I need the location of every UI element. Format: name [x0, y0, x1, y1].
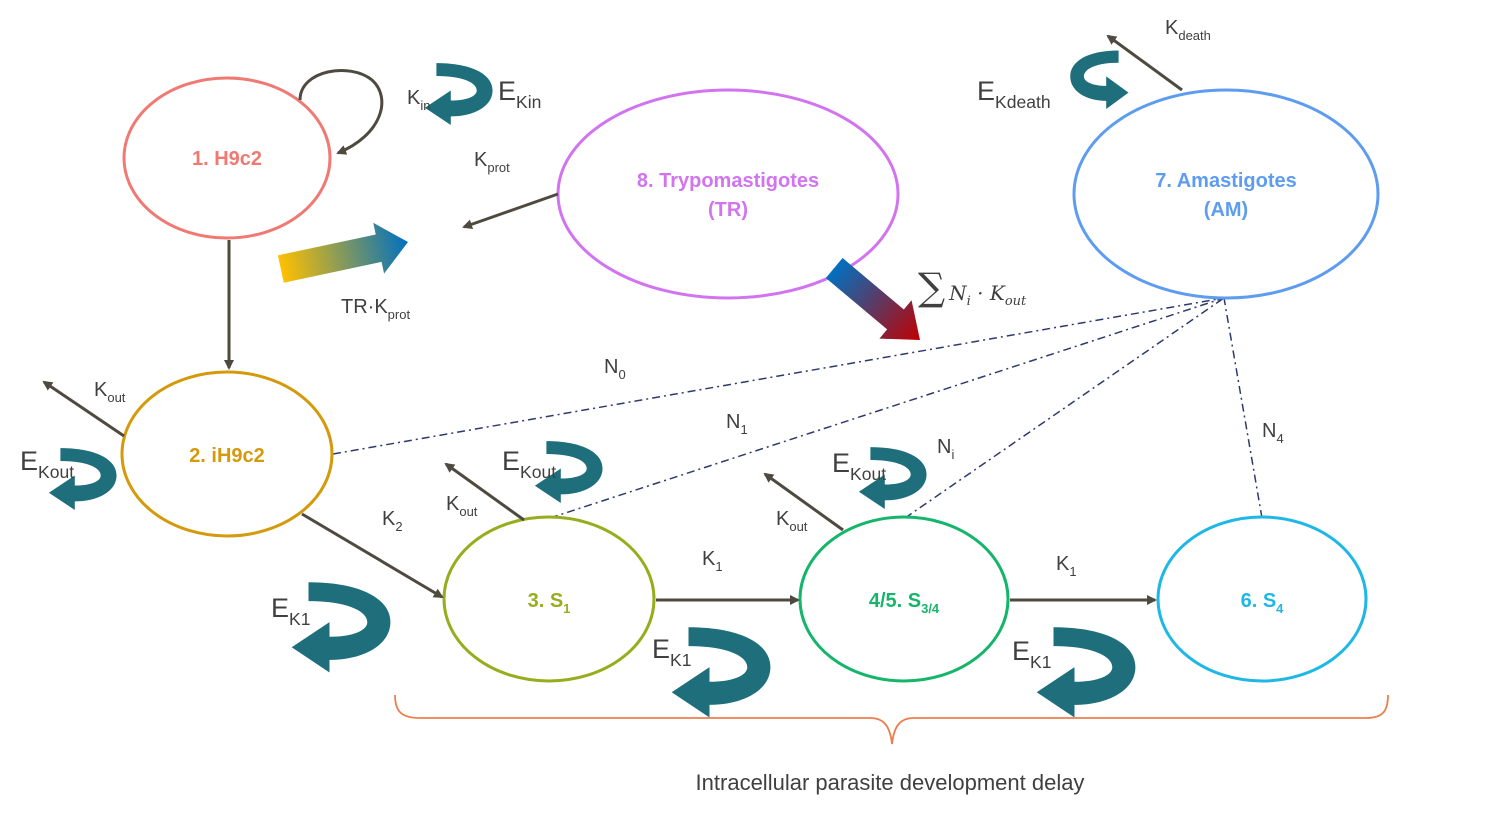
- process-arrows: [42, 34, 1183, 605]
- s34-kout-arrow: [763, 472, 844, 532]
- label-sum-formula: ∑Ni · Kout: [918, 265, 1027, 309]
- label-n-0: N0: [604, 356, 626, 382]
- label-k-1-s34: K1: [1056, 553, 1077, 579]
- label-e-k1-s1: EK1: [652, 634, 691, 670]
- delay-brace: [394, 694, 1389, 745]
- label-k-2: K2: [382, 508, 403, 534]
- gradient-arrow-tr-kprot: [277, 222, 408, 283]
- node-s4[interactable]: 6. S4: [1156, 515, 1368, 683]
- node-ih9c2[interactable]: 2. iH9c2: [120, 370, 334, 538]
- ih9c2-to-s1-arrow: [301, 512, 444, 599]
- label-k-death: Kdeath: [1165, 17, 1211, 43]
- node-h9c2-label: 1. H9c2: [192, 148, 262, 170]
- node-trypomastigotes-line2: (TR): [708, 199, 748, 221]
- label-k-in: Kin: [407, 87, 430, 113]
- label-k-out-s1: Kout: [446, 493, 478, 519]
- n1-line: [549, 297, 1225, 519]
- label-e-kout-s34: EKout: [832, 448, 886, 484]
- label-e-kout-s1: EKout: [502, 446, 556, 482]
- label-n-4: N4: [1262, 420, 1284, 446]
- node-s4-label: 6. S4: [1241, 590, 1285, 616]
- node-amastigotes-line2: (AM): [1204, 199, 1248, 221]
- gradient-arrow-sum: [825, 258, 920, 340]
- node-trypomastigotes-line1: 8. Trypomastigotes: [637, 170, 819, 192]
- labels: Kin EKin Kprot TR·Kprot Kdeath EKdeath K…: [20, 17, 1284, 672]
- label-e-kout-ih9c2: EKout: [20, 446, 74, 482]
- delay-caption: Intracellular parasite development delay: [696, 770, 1085, 795]
- s1-kout-arrow: [444, 462, 525, 522]
- label-k-out-ih9c2: Kout: [94, 379, 126, 405]
- label-e-kin: EKin: [498, 76, 541, 112]
- self-loop-arrow: [298, 68, 384, 155]
- n4-line: [1223, 297, 1263, 519]
- label-k-1-s1: K1: [702, 548, 723, 574]
- node-amastigotes[interactable]: 7. Amastigotes (AM): [1072, 88, 1380, 300]
- e-k1-s1-effect-icon: [671, 627, 771, 718]
- label-n-i: Ni: [937, 436, 954, 462]
- node-amastigotes-line1: 7. Amastigotes: [1155, 170, 1297, 192]
- k-prot-arrow: [462, 192, 559, 230]
- label-e-k1-s34: EK1: [1012, 636, 1051, 672]
- label-n-1: N1: [726, 411, 748, 437]
- dashed-lines: [332, 297, 1263, 519]
- label-e-kdeath: EKdeath: [977, 76, 1051, 112]
- node-ih9c2-label: 2. iH9c2: [189, 445, 265, 467]
- ni-line: [904, 297, 1225, 519]
- k-death-arrow: [1106, 34, 1183, 92]
- e-kdeath-effect-icon: [1070, 50, 1129, 109]
- e-k1-s34-effect-icon: [1036, 627, 1136, 718]
- ih9c2-kout-arrow: [42, 380, 125, 438]
- label-k-out-s34: Kout: [776, 508, 808, 534]
- label-tr-kprot: TR·Kprot: [341, 296, 410, 322]
- node-s34-label: 4/5. S3/4: [869, 590, 940, 616]
- node-s1[interactable]: 3. S1: [442, 515, 656, 683]
- n0-line: [332, 297, 1225, 455]
- node-s34[interactable]: 4/5. S3/4: [798, 515, 1010, 683]
- node-h9c2[interactable]: 1. H9c2: [122, 76, 332, 240]
- e-kin-effect-icon: [424, 63, 493, 125]
- label-e-k1-ih9c2: EK1: [271, 593, 310, 629]
- node-s1-label: 3. S1: [528, 590, 571, 616]
- label-k-prot: Kprot: [474, 149, 510, 175]
